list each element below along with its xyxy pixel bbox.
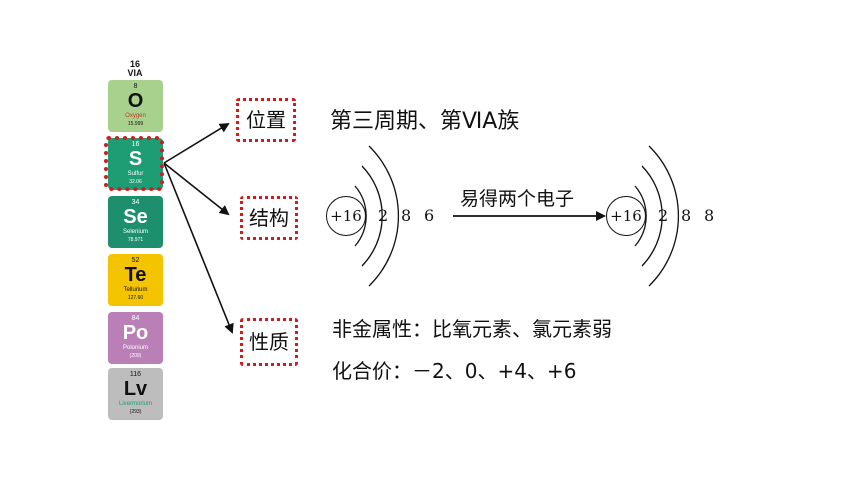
label-property: 性质 — [240, 318, 298, 366]
nucleus-before: +16 — [326, 196, 366, 236]
label-structure: 结构 — [240, 196, 298, 240]
electron-shell-2-before — [361, 165, 383, 267]
atomic-number: 8 — [133, 83, 138, 90]
atomic-number: 34 — [131, 199, 140, 206]
element-tile-oxygen: 8 O Oxygen 15.999 — [108, 80, 163, 132]
property-valence: 化合价：－2、0、+4、+6 — [332, 359, 577, 383]
element-tile-sulfur: 16 S Sulfur 32.06 — [108, 138, 163, 190]
element-symbol: Po — [122, 322, 149, 344]
electron-shell-1-before — [354, 185, 367, 247]
nucleus-after-charge: +16 — [610, 207, 642, 225]
atomic-mass: 127.60 — [127, 295, 144, 301]
element-name: Tellurium — [123, 287, 148, 293]
shell-count-2-before: 8 — [401, 206, 412, 225]
transform-label: 易得两个电子 — [460, 188, 575, 210]
atomic-mass: 32.06 — [129, 179, 142, 185]
shell-count-1-after: 2 — [658, 206, 669, 225]
label-position: 位置 — [236, 98, 296, 142]
atomic-mass: 78.971 — [127, 237, 144, 243]
arrow-to-position — [163, 122, 230, 164]
element-name: Livermorium — [118, 401, 152, 407]
arrow-to-structure — [163, 162, 230, 216]
group-roman: VIA — [127, 68, 143, 78]
element-symbol: Lv — [123, 378, 148, 400]
sulfur-highlight — [104, 136, 164, 191]
atomic-number: 16 — [131, 141, 140, 148]
arrow-to-property — [163, 162, 234, 334]
shell-count-3-after: 8 — [704, 206, 715, 225]
electron-shell-2-after — [641, 165, 663, 267]
element-name: Polonium — [122, 345, 148, 351]
element-tile-tellurium: 52 Te Tellurium 127.60 — [108, 254, 163, 306]
element-symbol: Se — [123, 206, 148, 228]
atomic-number: 52 — [131, 257, 140, 264]
property-nonmetal: 非金属性：比氧元素、氯元素弱 — [332, 317, 612, 341]
element-name: Selenium — [122, 229, 148, 235]
element-symbol: O — [127, 90, 144, 112]
element-tile-livermorium: 116 Lv Livermorium (293) — [108, 368, 163, 420]
electron-shell-1-after — [634, 185, 647, 247]
nucleus-before-charge: +16 — [330, 207, 362, 225]
atomic-mass: 15.999 — [127, 121, 144, 127]
shell-count-3-before: 6 — [424, 206, 435, 225]
label-structure-text: 结构 — [249, 206, 289, 230]
group-number: 16 — [129, 59, 140, 69]
group-header: 16 VIA — [120, 60, 150, 78]
label-position-text: 位置 — [246, 108, 286, 132]
atomic-number: 84 — [131, 315, 140, 322]
shell-count-2-after: 8 — [681, 206, 692, 225]
element-tile-polonium: 84 Po Polonium (209) — [108, 312, 163, 364]
electron-shell-3-after — [648, 145, 679, 287]
element-symbol: Te — [124, 264, 147, 286]
label-property-text: 性质 — [249, 330, 289, 354]
nucleus-after: +16 — [606, 196, 646, 236]
atomic-mass: (209) — [129, 353, 142, 359]
element-name: Sulfur — [127, 171, 144, 177]
element-name: Oxygen — [125, 113, 146, 119]
electron-shell-3-before — [368, 145, 399, 287]
element-symbol: S — [128, 148, 143, 170]
position-text: 第三周期、第ⅥA族 — [330, 109, 520, 134]
shell-count-1-before: 2 — [378, 206, 389, 225]
element-tile-selenium: 34 Se Selenium 78.971 — [108, 196, 163, 248]
atomic-number: 116 — [129, 371, 142, 378]
atomic-mass: (293) — [129, 409, 142, 415]
